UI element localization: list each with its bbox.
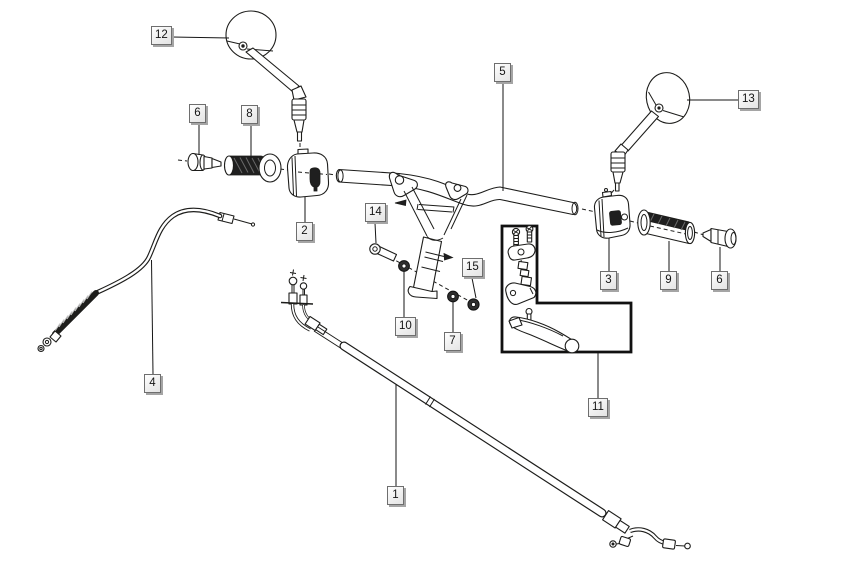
callout-14-bolt[interactable]: 14	[365, 203, 386, 222]
bar-end-left	[187, 152, 222, 172]
callout-6-bar-end-right[interactable]: 6	[711, 271, 728, 290]
callout-12-mirror-left[interactable]: 12	[151, 26, 172, 45]
callout-5-handlebar[interactable]: 5	[494, 63, 511, 82]
callout-1-throttle-cable[interactable]: 1	[387, 486, 404, 505]
callout-8-grip-left[interactable]: 8	[241, 105, 258, 124]
mirror-right	[610, 72, 691, 192]
grip-left	[223, 153, 282, 183]
mirror-left	[225, 10, 307, 142]
bolt-14	[369, 243, 398, 262]
leader-lines	[151, 36, 739, 486]
callout-10-washer[interactable]: 10	[395, 317, 416, 336]
callout-3-switch-right[interactable]: 3	[600, 271, 617, 290]
callout-15-nut[interactable]: 15	[462, 258, 483, 277]
callout-2-switch-left[interactable]: 2	[296, 222, 313, 241]
callout-13-mirror-right[interactable]: 13	[738, 90, 759, 109]
cable-1	[280, 269, 691, 550]
switch-housing-left	[286, 148, 330, 198]
callout-7-washer[interactable]: 7	[444, 332, 461, 351]
brake-lever-assembly	[500, 224, 633, 354]
bar-end-right	[702, 227, 737, 249]
washer-7	[447, 290, 459, 303]
switch-housing-right	[593, 188, 631, 239]
callout-9-grip-right[interactable]: 9	[660, 271, 677, 290]
nut-15	[467, 298, 480, 311]
callout-4-cable-left[interactable]: 4	[144, 374, 161, 393]
washer-10	[398, 260, 410, 272]
grip-right	[637, 209, 696, 245]
handlebar	[335, 168, 579, 300]
callout-6-bar-end-left[interactable]: 6	[189, 104, 206, 123]
callout-11-brake-lever[interactable]: 11	[588, 398, 608, 417]
cable-4	[37, 207, 256, 353]
